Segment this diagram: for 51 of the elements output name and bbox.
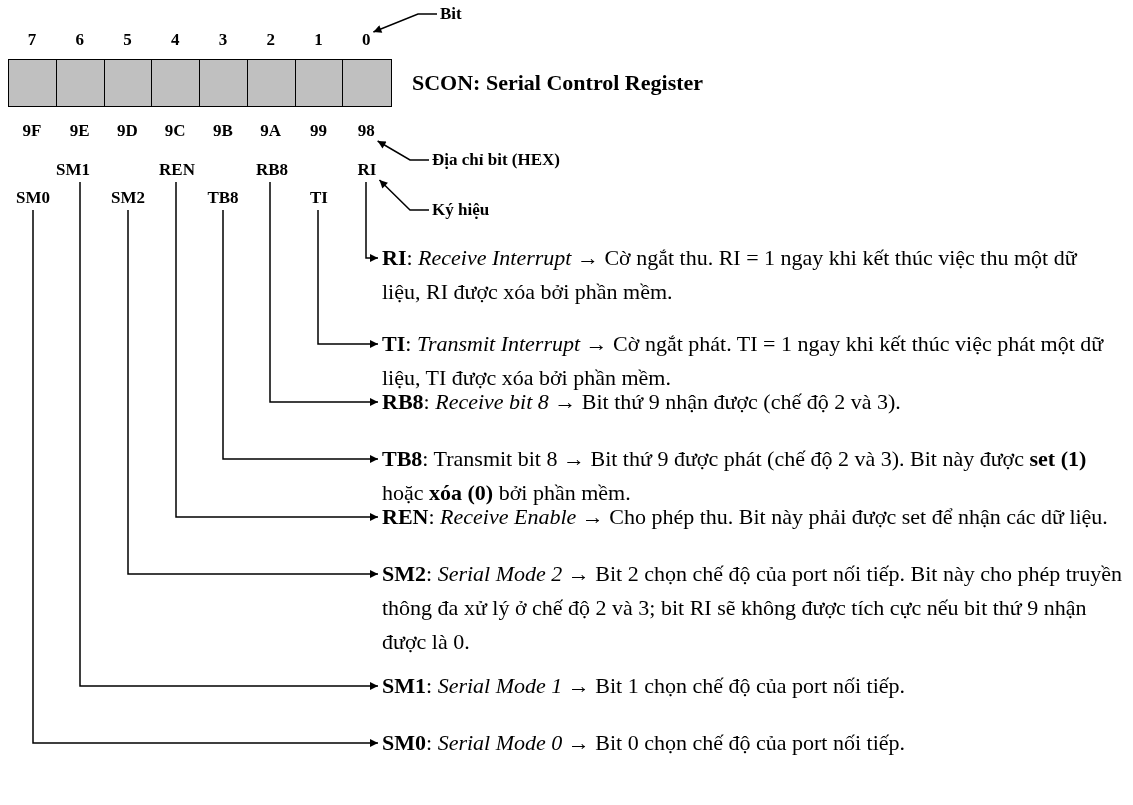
bit-number: 4 <box>170 30 180 50</box>
bit-symbol: SM2 <box>111 188 145 208</box>
bit-number: 0 <box>361 30 371 50</box>
register-bit-cell <box>8 59 58 107</box>
bit-number: 6 <box>75 30 84 50</box>
bit-address: 9E <box>69 121 90 141</box>
bit-symbol: TB8 <box>207 188 239 208</box>
bit-address: 9A <box>260 121 281 141</box>
register-bit-cell <box>342 59 392 107</box>
bit-number: 2 <box>266 30 275 50</box>
bit-address: 98 <box>357 121 375 141</box>
annotation-text: Địa chỉ bit (HEX) <box>432 150 560 170</box>
register-bit-cell <box>246 59 296 107</box>
bit-description: SM2: Serial Mode 2 → Bit 2 chọn chế độ của port nối tiếp. Bit này cho phép truyền thông đa xử lý ở chế độ 2 và 3; bit RI sẽ không được tích cực nếu bit thứ 9 nhận được là 0. <box>382 557 1127 659</box>
arrow <box>269 181 379 406</box>
bit-symbol: SM1 <box>56 160 90 180</box>
arrow <box>222 209 379 463</box>
annotation-text: Ký hiệu <box>432 200 490 220</box>
arrow <box>127 209 379 578</box>
bit-description: SM0: Serial Mode 0 → Bit 0 chọn chế độ của port nối tiếp. <box>382 726 1127 760</box>
bit-number: 1 <box>314 30 323 50</box>
arrow <box>175 181 379 521</box>
bit-description: RI: Receive Interrupt → Cờ ngắt thu. RI = 1 ngay khi kết thúc việc thu một dữ liệu, RI được xóa bởi phần mềm. <box>382 241 1102 309</box>
bit-description: SM1: Serial Mode 1 → Bit 1 chọn chế độ của port nối tiếp. <box>382 669 1127 703</box>
register-bit-cell <box>55 59 105 107</box>
bit-address: 9D <box>117 121 138 141</box>
bit-number: 5 <box>123 30 132 50</box>
bit-symbol: RI <box>357 160 377 180</box>
bit-symbol: RB8 <box>255 160 289 180</box>
bit-address: 9F <box>22 121 42 141</box>
leader-arrow <box>376 140 430 161</box>
arrow <box>365 181 379 262</box>
bit-address: 9C <box>164 121 186 141</box>
register-bit-cell <box>103 59 153 107</box>
bit-symbol: REN <box>159 160 195 180</box>
arrow <box>317 209 379 348</box>
register-title: SCON: Serial Control Register <box>412 70 704 96</box>
register-bit-cell <box>151 59 201 107</box>
bit-symbol: TI <box>310 188 328 208</box>
arrow <box>79 181 379 690</box>
leader-arrow <box>378 179 430 211</box>
arrow <box>32 209 379 747</box>
leader-arrow <box>372 13 438 33</box>
bit-address: 9B <box>212 121 233 141</box>
bit-address: 99 <box>309 121 327 141</box>
register-bit-cell <box>199 59 249 107</box>
annotation-text: Bit <box>440 4 462 24</box>
bit-symbol: SM0 <box>16 188 50 208</box>
bit-number: 7 <box>27 30 37 50</box>
bit-number: 3 <box>218 30 228 50</box>
register-bit-cell <box>294 59 344 107</box>
